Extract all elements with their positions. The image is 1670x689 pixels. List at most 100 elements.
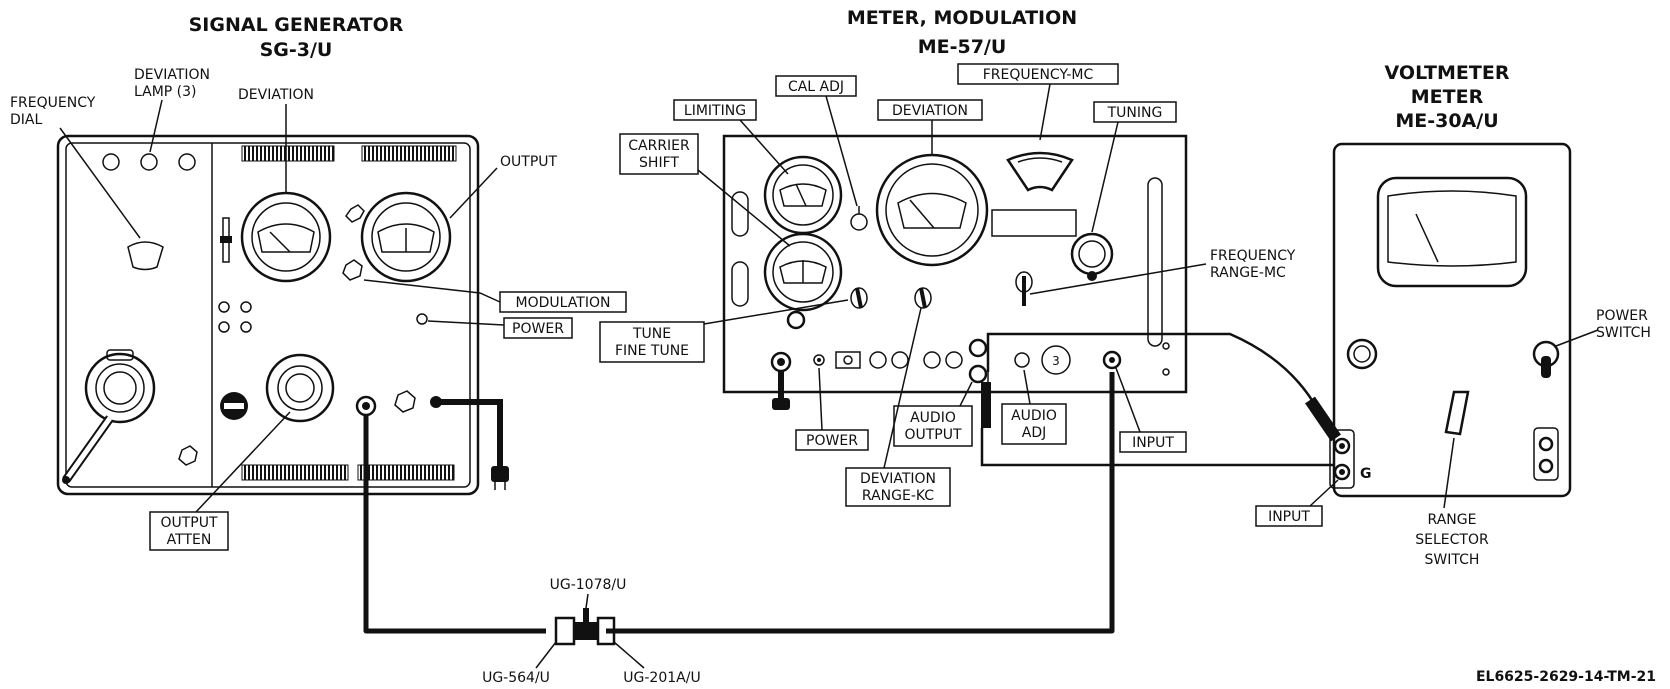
frequency-dial-label-1: FREQUENCY — [10, 95, 96, 111]
mm-fuse — [813, 354, 825, 366]
mm-fuse-center — [817, 358, 821, 362]
mm-plug-adapter-pin — [843, 355, 853, 365]
mm-screw — [1162, 342, 1170, 350]
tune-label-2: FINE TUNE — [615, 343, 689, 359]
vm-binding-post[interactable] — [1538, 436, 1554, 452]
frequency-range-label-1: FREQUENCY — [1210, 248, 1296, 264]
vm-power-switch-toggle[interactable] — [1541, 356, 1551, 378]
sg-title-line1: SIGNAL GENERATOR — [189, 14, 404, 36]
range-selector-knob[interactable] — [1444, 390, 1470, 436]
audio-adj-control[interactable] — [1014, 352, 1030, 368]
mm-jack[interactable] — [923, 351, 941, 369]
audio-adj-label-box — [1001, 403, 1067, 445]
vm-binding-post[interactable] — [1538, 458, 1554, 474]
mm-deviation-meter-face — [897, 192, 967, 229]
carrier-shift-label-box — [619, 133, 699, 175]
deviation-meter-face — [257, 223, 315, 253]
cal-adj-label: CAL ADJ — [788, 79, 844, 95]
leader-line — [703, 299, 849, 325]
figure-id: EL6625-2629-14-TM-21 — [1476, 669, 1656, 685]
vm-ground-connector[interactable] — [1333, 463, 1351, 481]
tuning-knob-pointer — [1087, 271, 1097, 281]
mm-jack[interactable] — [869, 351, 887, 369]
vm-input-connector[interactable] — [1333, 437, 1351, 455]
cal-adj-label-box — [775, 75, 857, 97]
leader-line — [825, 95, 858, 207]
output-atten-hub — [285, 373, 315, 403]
leader-line — [449, 167, 498, 219]
ug-564-label: UG-564/U — [482, 670, 550, 686]
leader-line — [535, 641, 557, 669]
frequency-dial[interactable] — [84, 352, 156, 424]
output-meter-bezel — [371, 202, 441, 272]
mm-handle-slot — [731, 191, 749, 237]
sg-slide-switch-handle[interactable] — [220, 236, 232, 243]
mm-deviation-meter-bezel — [885, 163, 979, 257]
ug-564-adapter[interactable] — [554, 616, 576, 646]
rf-output-connector[interactable] — [355, 395, 377, 417]
output-atten-label-2: ATTEN — [167, 532, 212, 548]
sg-power-plug — [491, 466, 509, 482]
deviation-range-lever[interactable] — [919, 287, 927, 309]
sg-power-label: POWER — [512, 321, 564, 337]
mm-screw — [1162, 368, 1170, 376]
cal-adj-control[interactable] — [850, 213, 868, 231]
deviation-lamp — [178, 153, 196, 171]
carrier-shift-meter-bezel — [772, 241, 834, 303]
signal-generator: SIGNAL GENERATOR SG-3/U — [10, 14, 627, 551]
leader-line — [818, 367, 823, 431]
output-atten-label-1: OUTPUT — [160, 515, 218, 531]
deviation-meter-needle — [269, 231, 291, 253]
frequency-dial-label-2: DIAL — [10, 112, 42, 128]
deviation-range-label-box — [845, 467, 951, 507]
sg-jack — [218, 301, 230, 313]
sg-chassis — [56, 134, 480, 496]
frequency-mc-dial[interactable] — [1006, 151, 1074, 192]
modulation-meter: METER, MODULATION ME-57/U — [599, 7, 1296, 507]
leader-line — [363, 279, 501, 303]
audio-adj-label-1: AUDIO — [1011, 408, 1057, 424]
sg-switch-slot — [224, 403, 244, 409]
vm-input-plate — [1329, 429, 1355, 489]
mm-input-connector[interactable] — [1102, 350, 1122, 370]
ug-201-adapter[interactable] — [596, 616, 616, 646]
frequency-mc-label-box — [957, 63, 1119, 85]
output-atten-knob[interactable] — [265, 353, 335, 423]
crank-handle — [62, 476, 70, 484]
ug-201-label: UG-201A/U — [623, 670, 700, 686]
audio-output-jack[interactable] — [968, 364, 988, 384]
frequency-dial-inner — [95, 363, 145, 413]
sg-knob[interactable] — [345, 204, 365, 223]
output-atten-label-box — [149, 511, 229, 551]
audio-output-label-2: OUTPUT — [904, 427, 962, 443]
vm-meter-face — [1387, 190, 1517, 267]
deviation-lamp-label-1: DEVIATION — [134, 67, 210, 83]
mm-input-label-box — [1119, 431, 1187, 453]
tune-switch-lever[interactable] — [855, 287, 863, 309]
sg-knob[interactable] — [394, 390, 416, 413]
frequency-dial-knob[interactable] — [127, 241, 164, 271]
sg-jack — [218, 321, 230, 333]
mm-power-label-box — [795, 429, 869, 451]
limiting-meter — [763, 155, 843, 235]
mm-plug-adapter — [835, 351, 861, 369]
modulation-knob[interactable] — [342, 259, 363, 281]
output-meter — [360, 191, 452, 283]
mm-jack[interactable] — [891, 351, 909, 369]
vm-input-plug — [1305, 396, 1341, 442]
tuning-knob[interactable] — [1070, 232, 1114, 276]
vm-meter-needle — [1415, 213, 1439, 263]
sg-knob[interactable] — [178, 445, 198, 466]
mm-jack[interactable] — [945, 351, 963, 369]
leader-line — [1309, 479, 1339, 507]
frequency-dial-clamp — [106, 349, 134, 361]
ug-1078-tee[interactable] — [574, 622, 598, 640]
vm-power-switch-label-2: SWITCH — [1596, 325, 1651, 341]
mm-title-line1: METER, MODULATION — [847, 7, 1077, 29]
audio-adj-dial[interactable] — [1041, 345, 1071, 375]
leader-line — [959, 381, 973, 407]
audio-output-jack[interactable] — [968, 338, 988, 358]
mm-deviation-label-box — [877, 99, 983, 121]
vm-cabinet — [1332, 142, 1572, 498]
mm-rack-panel — [722, 134, 1188, 394]
